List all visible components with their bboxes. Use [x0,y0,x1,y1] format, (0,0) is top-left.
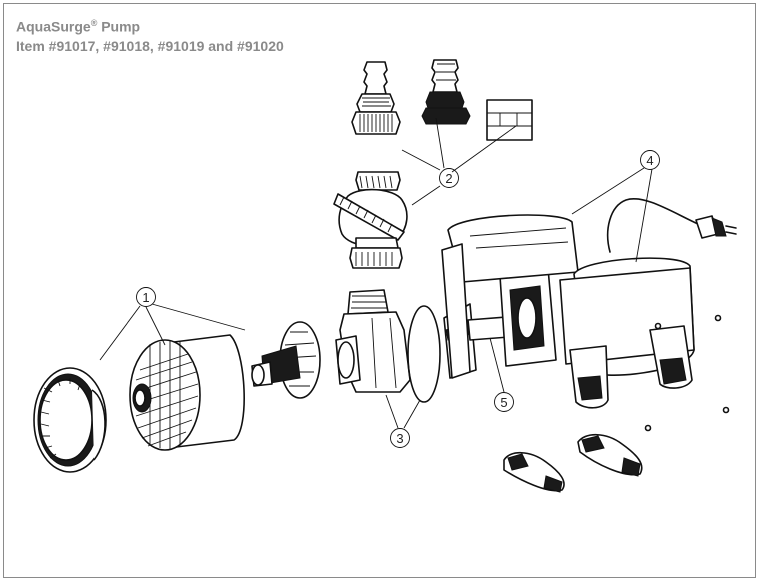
mounting-foot-left [503,451,565,493]
callout-1-label: 1 [142,290,149,305]
intake-screen-ring [33,367,107,473]
callout-2: 2 [401,117,517,206]
hose-barb-fitting-left [351,61,401,135]
hose-adapter-block [486,99,533,141]
volute-housing [335,289,411,393]
impeller-assembly [251,321,321,399]
product-name-suffix: Pump [97,18,141,35]
housing-screws [644,314,730,432]
callout-4-label: 4 [646,153,653,168]
callout-4: 4 [571,150,660,263]
callout-3-label: 3 [396,431,403,446]
callout-1: 1 [99,287,246,361]
callout-5-label: 5 [500,395,507,410]
power-cord-plug [606,198,737,253]
prefilter-cage [129,334,245,451]
o-ring [407,305,441,403]
registered-mark: ® [90,18,98,28]
motor-housing [441,214,695,409]
product-name: AquaSurge [16,18,91,35]
callout-2-label: 2 [445,171,452,186]
diagram-title: AquaSurge® Pump Item #91017, #91018, #91… [16,14,284,56]
callout-3: 3 [385,394,421,448]
mounting-foot-right [577,433,643,477]
check-valve [333,171,408,269]
callout-5: 5 [489,337,514,412]
item-numbers: Item #91017, #91018, #91019 and #91020 [16,37,284,54]
hose-barb-fitting-right [421,59,471,125]
